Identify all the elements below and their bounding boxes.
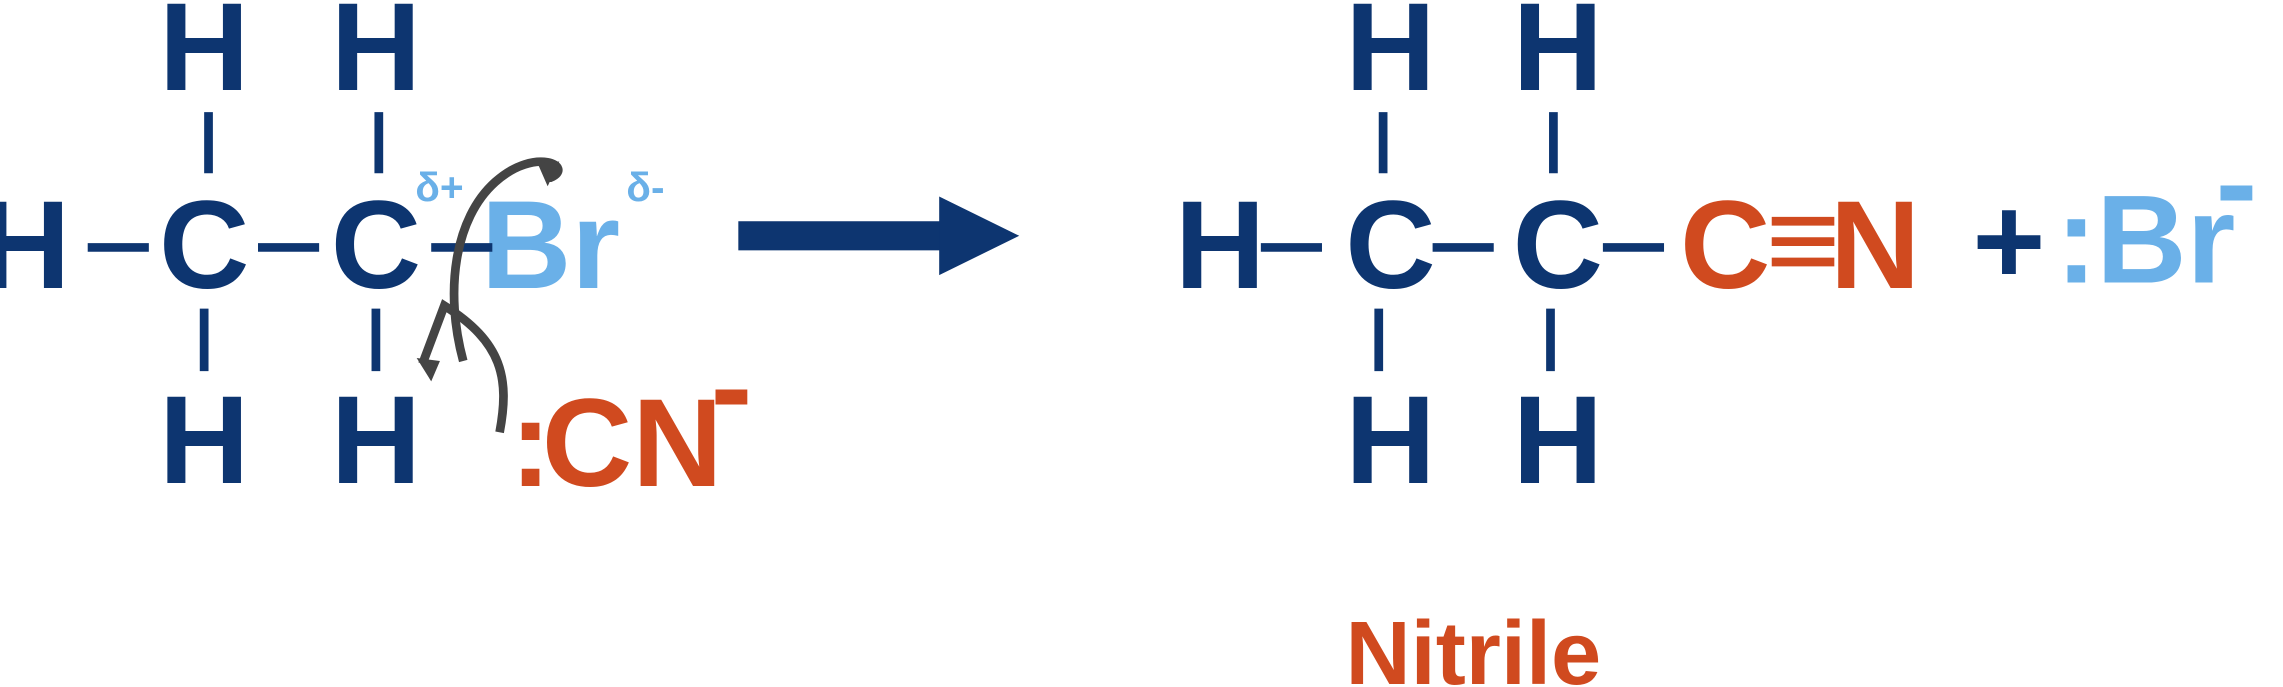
atom-h: H	[1513, 370, 1603, 510]
reactant-molecule: H H H C C Br H H δ+ δ-	[0, 0, 665, 510]
product-molecule: H H H C C C N H H	[1175, 0, 1920, 510]
atom-h: H	[0, 175, 70, 315]
atom-h: H	[1345, 0, 1435, 117]
lone-pair: :	[2056, 169, 2098, 309]
atom-c: C	[331, 175, 421, 315]
br-label: Br	[2096, 169, 2235, 309]
bonds	[87, 112, 493, 372]
product-label: Nitrile	[1345, 603, 1601, 687]
cn-label: CN	[542, 373, 723, 513]
nitrile-nitrogen: N	[1830, 175, 1920, 315]
atom-h: H	[159, 370, 249, 510]
atom-h: H	[1345, 370, 1435, 510]
reaction-arrow	[738, 196, 1020, 276]
bromide-ion: : Br -	[2056, 113, 2258, 310]
curved-arrow-bond-break	[449, 157, 563, 363]
curved-arrow-nucleophilic-attack	[418, 299, 508, 434]
arrow-head	[416, 358, 440, 382]
cyanide-ion: : CN -	[510, 316, 753, 513]
bonds	[1260, 112, 1665, 372]
atom-c: C	[1513, 175, 1603, 315]
atom-h: H	[331, 370, 421, 510]
triple-bond	[1771, 216, 1835, 267]
negative-charge: -	[2216, 113, 2258, 253]
atom-h: H	[159, 0, 249, 117]
delta-minus: δ-	[626, 164, 664, 210]
atom-h: H	[1513, 0, 1603, 117]
plus-sign: +	[1972, 171, 2045, 311]
nitrile-carbon: C	[1680, 175, 1770, 315]
negative-charge: -	[711, 316, 753, 456]
atom-c: C	[1345, 175, 1435, 315]
atom-c: C	[159, 175, 249, 315]
atom-br: Br	[481, 175, 620, 315]
lone-pair: :	[510, 373, 552, 513]
delta-plus: δ+	[415, 164, 464, 210]
atom-h: H	[331, 0, 421, 117]
arrow-head	[537, 161, 560, 187]
atom-h: H	[1175, 175, 1265, 315]
